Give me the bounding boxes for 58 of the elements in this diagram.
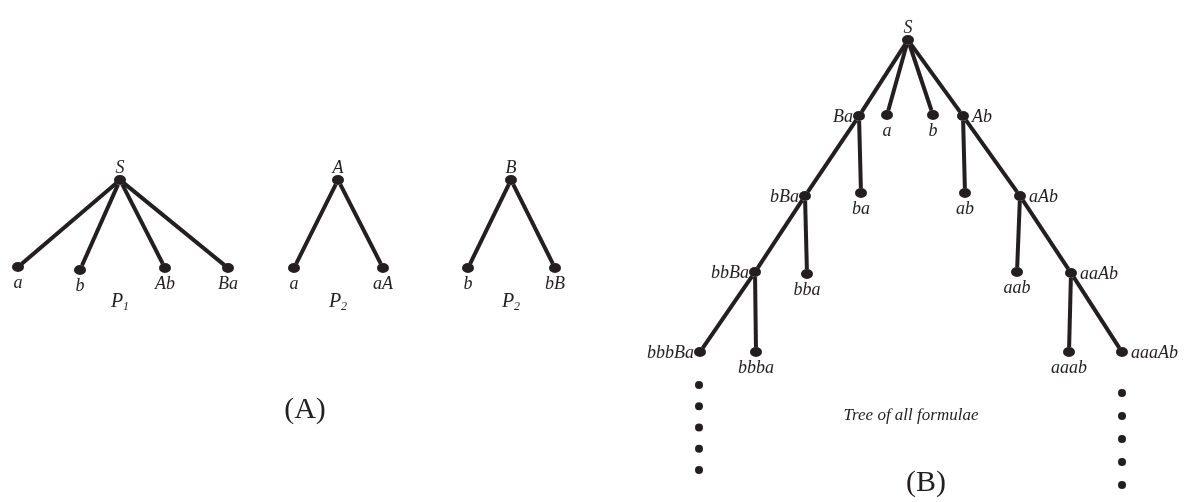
caption-text: Tree of all formulae [843, 406, 979, 423]
tree-branch [1015, 200, 1022, 268]
tree-branch [701, 275, 754, 349]
vertex-label: a [13, 273, 23, 291]
tree-branch [1072, 276, 1121, 349]
vertex-label: ab [956, 199, 974, 217]
tree-branch [860, 43, 907, 113]
tree-branch [756, 199, 804, 269]
panel-label: (A) [284, 393, 326, 423]
tree-branch [806, 119, 858, 193]
subscript-label: P$_{1}$ [110, 290, 130, 312]
vertex-label: A [332, 158, 344, 176]
vertex-label: a [882, 121, 892, 139]
tree-branch [1067, 277, 1073, 348]
panel-label: (B) [906, 466, 946, 496]
vertex-label: aA [373, 274, 393, 292]
vertex-label: bB [545, 274, 565, 292]
vertex-label: bBa [770, 187, 799, 205]
tree-branch [909, 42, 962, 114]
vertex-label: B [505, 158, 517, 176]
tree-branch [753, 276, 758, 348]
vertex-label: aab [1003, 278, 1031, 296]
vertex-label: Ba [218, 274, 238, 292]
vertex-label: S [115, 158, 125, 176]
tree-branch [803, 200, 809, 270]
subscript-label: P$_{2}$ [328, 290, 348, 312]
tree-branch [468, 183, 511, 265]
vertex-label: S [903, 18, 913, 36]
subscript-label: P$_{2}$ [501, 290, 521, 312]
vertex-label: Ab [972, 107, 992, 125]
tree-branch [338, 183, 383, 265]
tree-branch [961, 120, 967, 189]
vertex-label: b [928, 121, 938, 139]
vertex-label: aaAb [1080, 264, 1118, 282]
vertex-label: bbba [738, 358, 774, 376]
tree-branch [511, 183, 555, 265]
tree-branch [80, 183, 120, 267]
tree-branch [857, 120, 863, 189]
tree-branch [20, 181, 118, 266]
tree-branch [886, 44, 909, 111]
tree-branch [120, 183, 165, 265]
vertex-label: bbbBa [647, 343, 694, 361]
vertex-label: b [75, 276, 85, 294]
tree-branch [1021, 199, 1070, 270]
tree-branch [964, 118, 1019, 194]
tree-branch [122, 181, 226, 267]
vertex-label: aaab [1051, 358, 1087, 376]
vertex-label: a [289, 274, 299, 292]
vertex-label: bbBa [711, 263, 749, 281]
tree-branch [294, 183, 338, 265]
vertex-label: bba [793, 280, 821, 298]
vertex-label: aAb [1029, 187, 1058, 205]
vertex-label: ba [852, 199, 870, 217]
vertex-label: b [463, 274, 473, 292]
vertex-label: aaaAb [1131, 343, 1178, 361]
tree-branch [907, 44, 934, 111]
vertex-label: Ba [833, 107, 853, 125]
vertex-label: Ab [155, 274, 175, 292]
